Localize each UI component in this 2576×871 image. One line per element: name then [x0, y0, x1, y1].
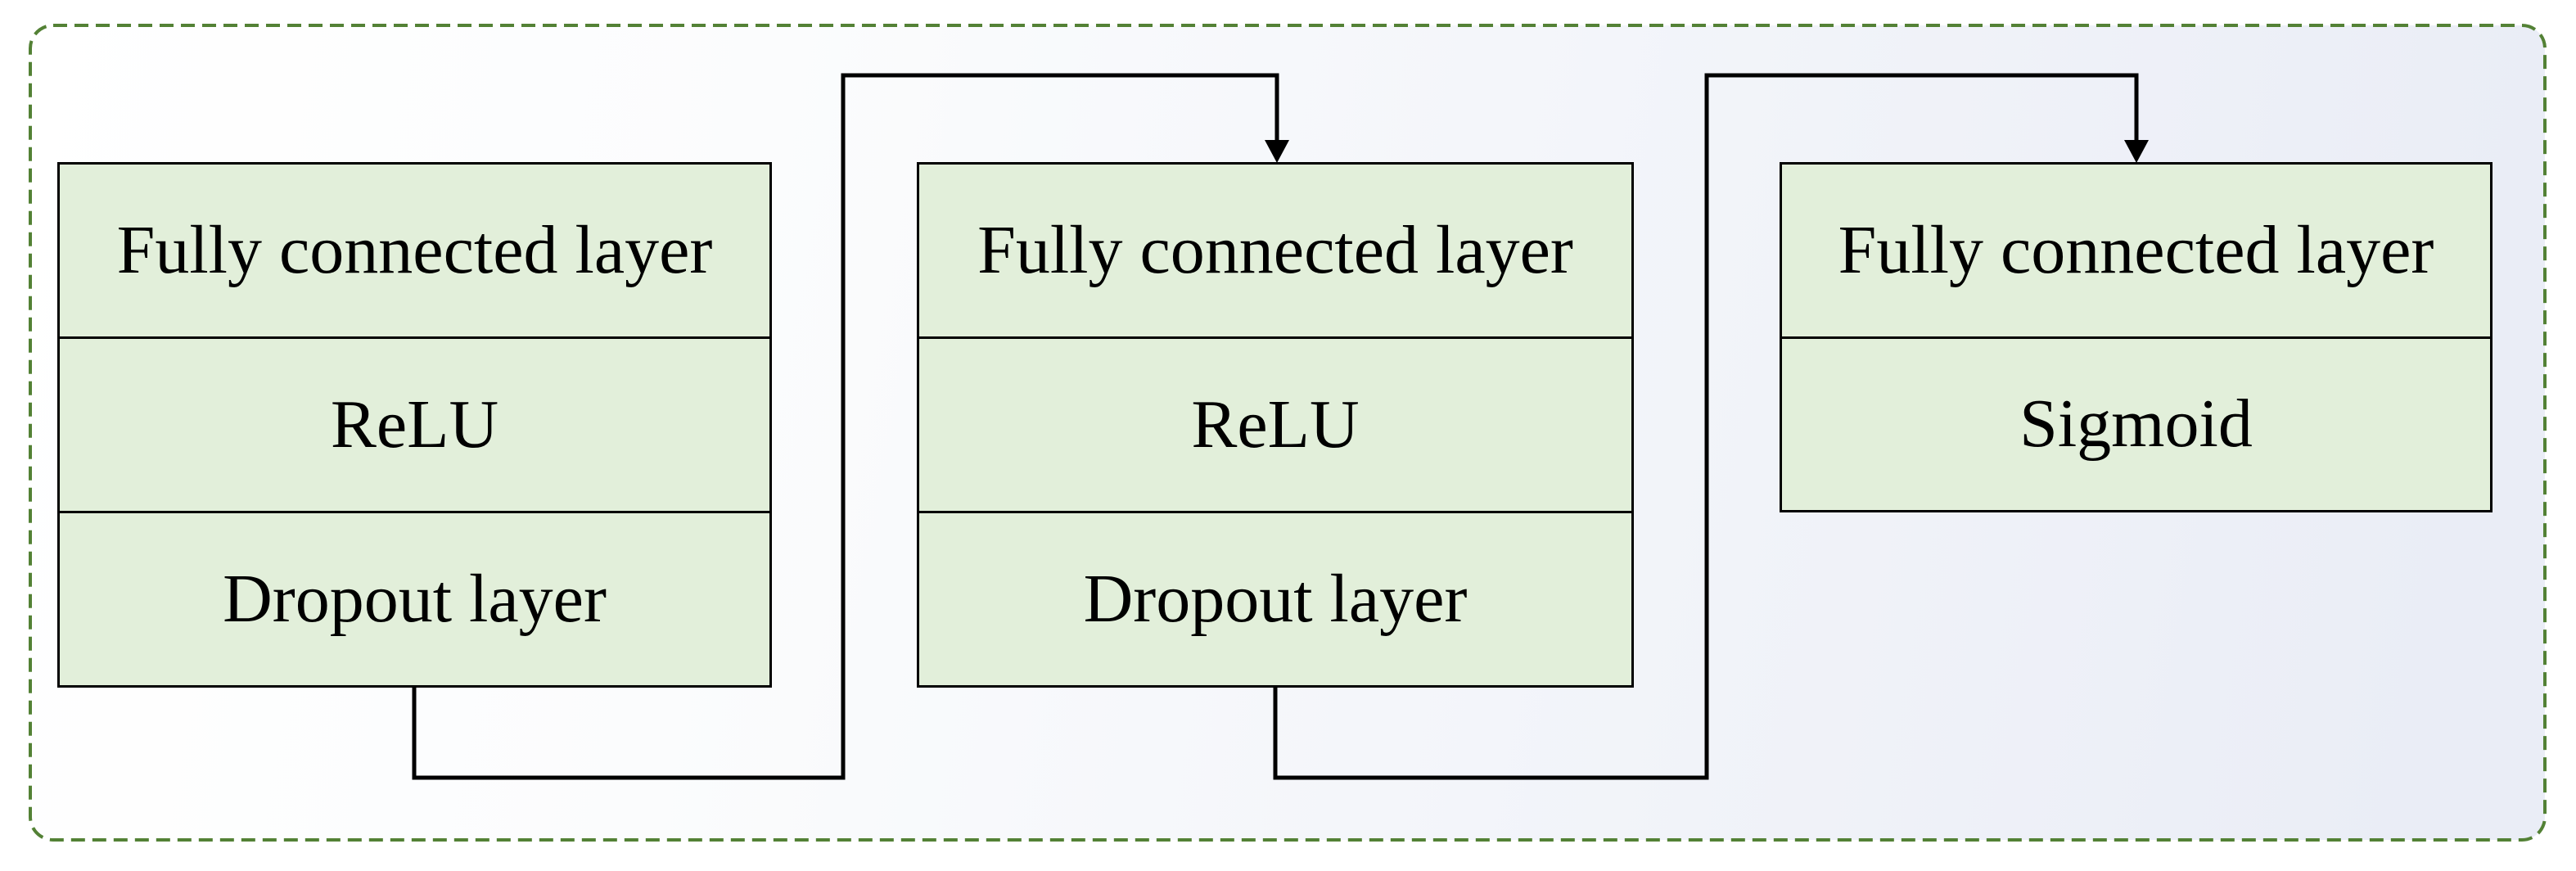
layer-label-relu: ReLU — [919, 336, 1631, 511]
layer-label-relu: ReLU — [60, 336, 769, 511]
output-block: Fully connected layer Sigmoid — [1780, 162, 2493, 512]
layer-label-fc: Fully connected layer — [977, 212, 1573, 288]
connector-line-block1-to-block2 — [412, 73, 1279, 780]
layer-label-dropout: Dropout layer — [919, 511, 1631, 685]
dense-block-2: Fully connected layer ReLU Dropout layer — [917, 162, 1634, 688]
layer-label-dropout: Dropout layer — [60, 511, 769, 685]
connector-line-block2-to-block3 — [1273, 73, 2139, 780]
dense-block-1: Fully connected layer ReLU Dropout layer — [57, 162, 772, 688]
layer-label-fc: Fully connected layer — [116, 212, 713, 288]
layer-label-fc: Fully connected layer — [1838, 211, 2434, 288]
arrowhead-into-block3-icon — [2124, 140, 2149, 163]
arrowhead-into-block2-icon — [1265, 140, 1289, 163]
layer-label-sigmoid: Sigmoid — [1782, 336, 2490, 511]
